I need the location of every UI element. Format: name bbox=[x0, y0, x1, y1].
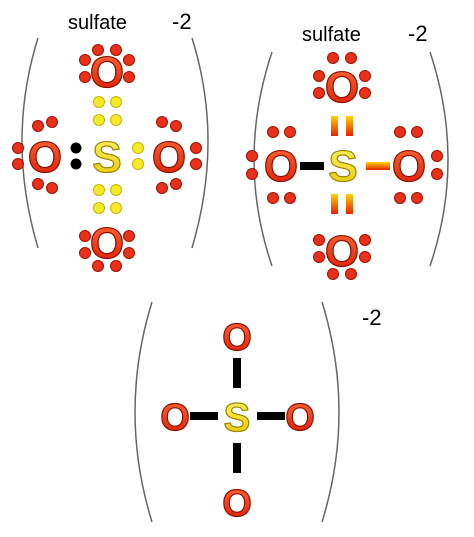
oxygen-atom-bottom: O bbox=[325, 227, 359, 276]
left-bracket bbox=[21, 37, 39, 249]
oxygen-atom-left: O bbox=[28, 133, 62, 182]
oxygen-atom-right: O bbox=[152, 133, 186, 182]
right-bracket bbox=[321, 301, 340, 523]
oxygen-atom-bottom: O bbox=[222, 483, 252, 525]
charge-label: -2 bbox=[362, 305, 382, 330]
right-bracket bbox=[191, 37, 209, 249]
bonds bbox=[190, 358, 285, 473]
bonding-electrons-yellow bbox=[93, 96, 144, 214]
lone-pairs-red bbox=[12, 44, 202, 272]
structure-name-label: sulfate bbox=[68, 12, 127, 34]
charge-label: -2 bbox=[172, 9, 192, 34]
oxygen-atom-right: O bbox=[392, 142, 426, 191]
left-bracket bbox=[134, 301, 153, 523]
oxygen-atom-left: O bbox=[264, 142, 298, 191]
oxygen-atom-left: O bbox=[160, 397, 190, 439]
structure-dot: sulfate -2 bbox=[12, 9, 209, 272]
structure-name-label: sulfate bbox=[302, 24, 361, 46]
right-bracket bbox=[429, 51, 449, 267]
structure-dash: sulfate -2 bbox=[246, 21, 449, 280]
oxygen-atom-bottom: O bbox=[90, 219, 124, 268]
bonding-electrons-black bbox=[70, 142, 82, 170]
oxygen-atom-right: O bbox=[285, 397, 315, 439]
sulfur-atom: S bbox=[224, 396, 251, 440]
oxygen-atom-top: O bbox=[325, 63, 359, 112]
oxygen-atom-top: O bbox=[90, 48, 124, 97]
bonds bbox=[300, 116, 390, 214]
lone-pairs-red bbox=[246, 52, 443, 280]
sulfur-atom: S bbox=[328, 142, 357, 191]
oxygen-atom-top: O bbox=[222, 317, 252, 359]
structure-skeletal: -2 O O O O S bbox=[134, 301, 382, 526]
sulfur-atom: S bbox=[92, 133, 121, 182]
charge-label: -2 bbox=[408, 21, 428, 46]
